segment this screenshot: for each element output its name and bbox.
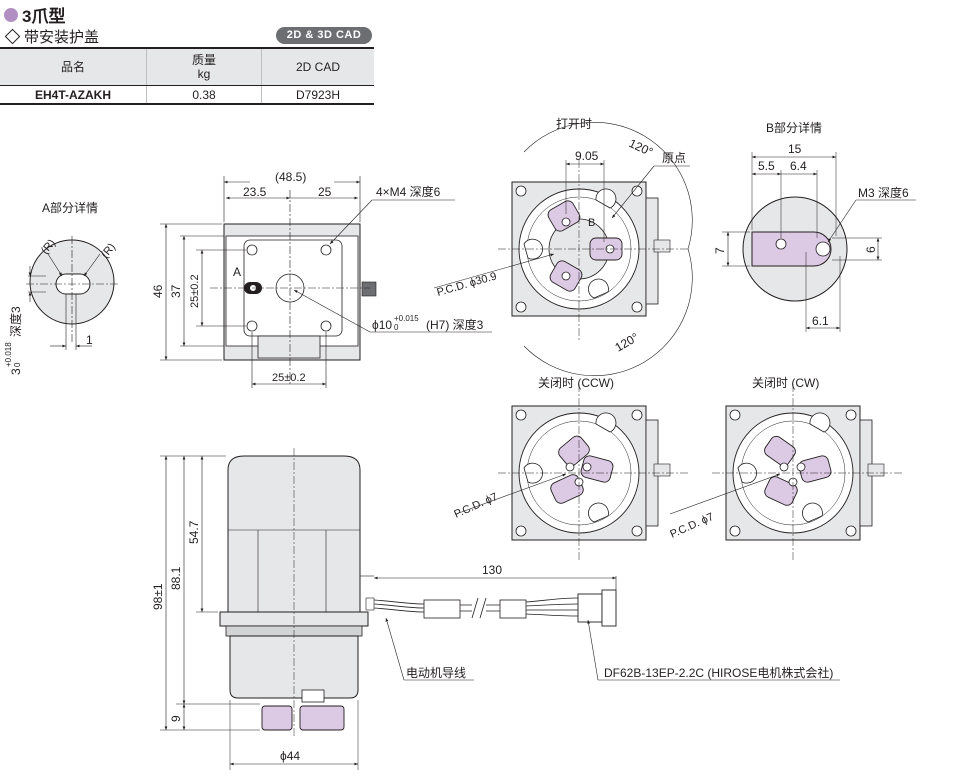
side-view: 130 电动机导线 DF62B-13EP-2.2C (HIROSE电机株式会社)… — [151, 448, 840, 770]
cad-badge[interactable]: 2D & 3D CAD — [276, 27, 372, 44]
dim-46: 46 — [151, 284, 165, 298]
dim-15: 15 — [788, 142, 802, 156]
subtitle: 带安装护盖 — [4, 26, 99, 47]
angle-120-top: 120° — [627, 136, 656, 159]
table-row: EH4T-AZAKH 0.38 D7923H — [0, 85, 374, 105]
dim-1: 1 — [86, 333, 93, 347]
connector-label: DF62B-13EP-2.2C (HIROSE电机株式会社) — [604, 665, 833, 680]
detail-a-view: A部分详情 (R) (R) 1 3 +0.018 0 深度3 — [4, 200, 120, 375]
dim-98: 98±1 — [151, 583, 165, 610]
pin-dim-value: 3 — [9, 368, 23, 375]
m3-label: M3 深度6 — [858, 185, 909, 200]
column-header-mass: 质量 kg — [146, 47, 262, 86]
bore-dim: ϕ10 — [372, 318, 392, 332]
origin-label: 原点 — [662, 151, 686, 165]
detail-a-title: A部分详情 — [42, 200, 98, 215]
column-header-cad: 2D CAD — [261, 47, 374, 86]
column-header-mass-unit: kg — [197, 67, 211, 81]
dim-9-05: 9.05 — [575, 149, 599, 163]
dim-6-vertical: 6 — [864, 246, 878, 253]
closed-cw-title: 关闭时 (CW) — [752, 376, 819, 390]
cell-cad[interactable]: D7923H — [261, 85, 374, 105]
dim-25-tol-vertical: 25±0.2 — [189, 274, 201, 308]
closed-ccw-view: 关闭时 (CCW) P.C.D. ϕ7 — [452, 376, 690, 562]
closed-cw-view: 关闭时 (CW) P.C.D. ϕ7 — [668, 376, 904, 562]
pin-tol-lower: 0 — [13, 362, 22, 367]
angle-120-bottom: 120° — [613, 330, 642, 355]
open-view: 打开时 B 120° 120° 9.05 原点 P.C.D. ϕ30.9 — [433, 117, 693, 376]
column-header-mass-name: 质量 — [191, 53, 216, 67]
type-title: 3爪型 — [4, 2, 65, 27]
dim-48-5: (48.5) — [275, 170, 306, 184]
pcd-cw-label: P.C.D. ϕ7 — [668, 511, 715, 541]
bullet-icon — [4, 7, 18, 22]
bore-tol-lower: 0 — [394, 323, 399, 332]
front-view: A (48.5) 23.5 25 46 37 25±0.2 25±0.2 4×M… — [151, 170, 492, 388]
dim-37: 37 — [169, 284, 183, 298]
detail-b-title: B部分详情 — [766, 120, 822, 135]
lead-wire-label: 电动机导线 — [406, 666, 466, 680]
spec-table: 品名 质量 kg 2D CAD EH4T-AZAKH 0.38 D7923H — [0, 47, 374, 105]
tap-label: 4×M4 深度6 — [376, 184, 441, 199]
marker-a: A — [233, 265, 241, 279]
subtitle-text: 带安装护盖 — [24, 29, 100, 46]
cell-mass: 0.38 — [146, 85, 262, 105]
dim-9: 9 — [169, 715, 183, 722]
dim-54-7: 54.7 — [187, 520, 201, 544]
type-title-text: 3爪型 — [22, 7, 66, 26]
dim-6-4: 6.4 — [790, 159, 807, 173]
table-header-row: 品名 质量 kg 2D CAD — [0, 47, 374, 86]
dim-130: 130 — [482, 563, 502, 577]
dim-44: ϕ44 — [280, 749, 300, 763]
column-header-product: 品名 — [0, 47, 147, 86]
bore-label: ϕ10 — [372, 318, 392, 332]
closed-ccw-title: 关闭时 (CCW) — [538, 376, 614, 390]
dim-88-1: 88.1 — [169, 566, 183, 590]
dim-25-tol-bottom: 25±0.2 — [272, 372, 306, 384]
bore-tol-upper: +0.015 — [394, 314, 419, 323]
dim-7: 7 — [713, 247, 727, 254]
dim-23-5: 23.5 — [243, 185, 267, 199]
dim-25-top: 25 — [318, 185, 332, 199]
marker-b: B — [588, 217, 595, 229]
cell-product: EH4T-AZAKH — [0, 85, 147, 105]
pcd-open-label: P.C.D. ϕ30.9 — [436, 270, 499, 299]
pin-tol-upper: +0.018 — [4, 342, 13, 367]
pin-depth: 深度3 — [8, 306, 23, 337]
dim-5-5: 5.5 — [758, 159, 775, 173]
bore-fit-depth: (H7) 深度3 — [426, 317, 484, 332]
detail-b-view: B部分详情 15 5.5 6.4 7 6 6.1 M3 深度6 — [713, 120, 916, 332]
open-view-title: 打开时 — [556, 117, 592, 131]
pcd-ccw-label: P.C.D. ϕ7 — [452, 491, 499, 521]
dim-6-1: 6.1 — [812, 314, 829, 328]
